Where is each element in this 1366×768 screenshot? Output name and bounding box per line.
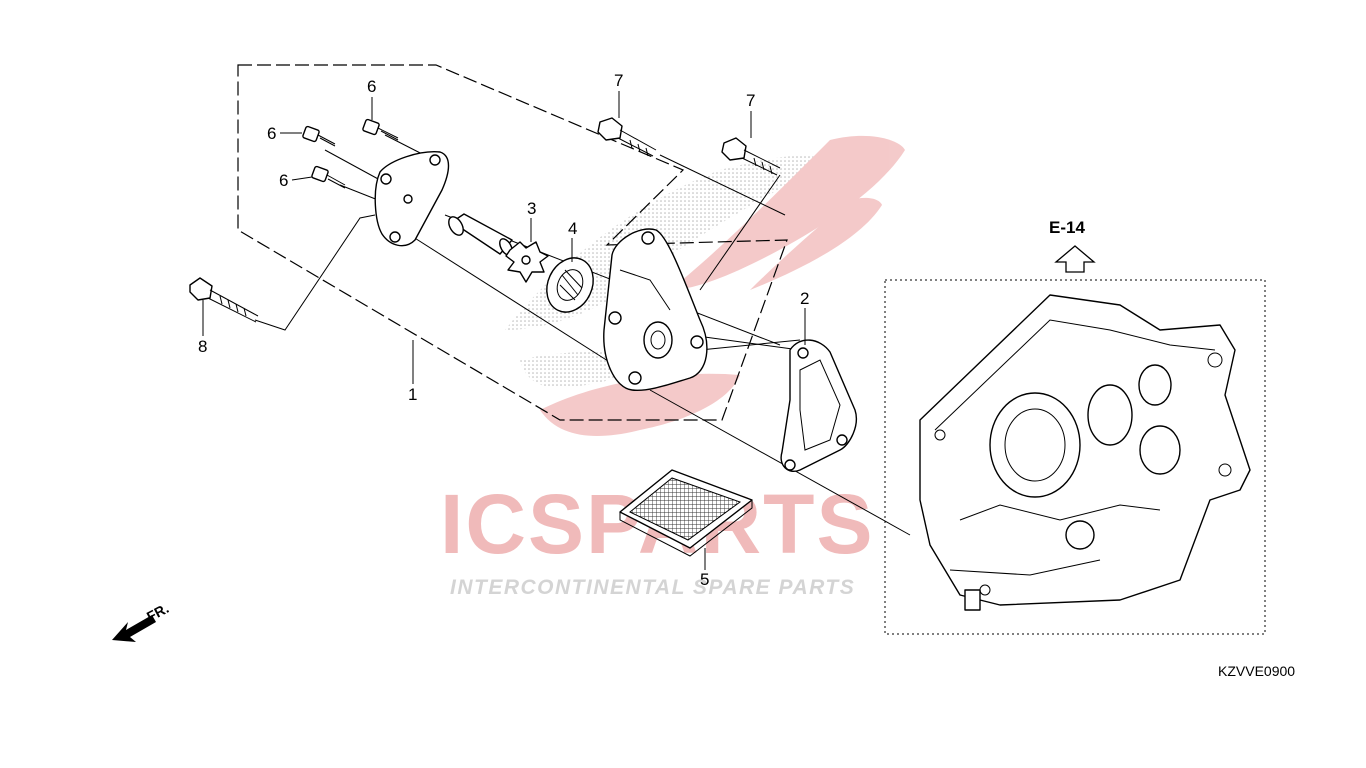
pump-body[interactable]: [603, 228, 708, 392]
pump-cover[interactable]: [374, 151, 450, 247]
up-arrow-icon[interactable]: [1054, 245, 1096, 273]
bolt-7-left[interactable]: [597, 117, 657, 157]
bolt-6-lower[interactable]: [311, 165, 346, 189]
front-arrow-icon: [112, 615, 156, 642]
inner-rotor[interactable]: [505, 241, 549, 283]
callout-4: 4: [568, 219, 577, 238]
outer-rotor[interactable]: [538, 250, 602, 319]
oil-strainer[interactable]: [619, 469, 753, 557]
callout-7b: 7: [746, 91, 755, 110]
bolt-6-middle[interactable]: [302, 125, 336, 147]
pump-shaft[interactable]: [446, 213, 515, 257]
alignment-lines: [254, 134, 911, 536]
bolt-6-top[interactable]: [362, 118, 399, 141]
bolt-7-right[interactable]: [721, 137, 781, 176]
callout-5: 5: [700, 570, 709, 589]
callout-6a: 6: [367, 77, 376, 96]
gasket[interactable]: [780, 339, 857, 472]
callouts: 1 2 3 4 5 6 6 6 7 7 8: [198, 71, 809, 589]
callout-1: 1: [408, 385, 417, 404]
watermark-tagline: INTERCONTINENTAL SPARE PARTS: [450, 576, 855, 599]
callout-6b: 6: [267, 124, 276, 143]
bolt-8[interactable]: [189, 277, 259, 323]
crankcase-reference[interactable]: [884, 279, 1266, 635]
callout-6c: 6: [279, 171, 288, 190]
reference-label: E-14: [1049, 218, 1085, 237]
assembly-outline: [237, 64, 788, 421]
callout-7a: 7: [614, 71, 623, 90]
callout-3: 3: [527, 199, 536, 218]
callout-8: 8: [198, 337, 207, 356]
diagram-code: KZVVE0900: [1218, 663, 1295, 679]
callout-2: 2: [800, 289, 809, 308]
front-direction: FR.: [112, 600, 171, 642]
